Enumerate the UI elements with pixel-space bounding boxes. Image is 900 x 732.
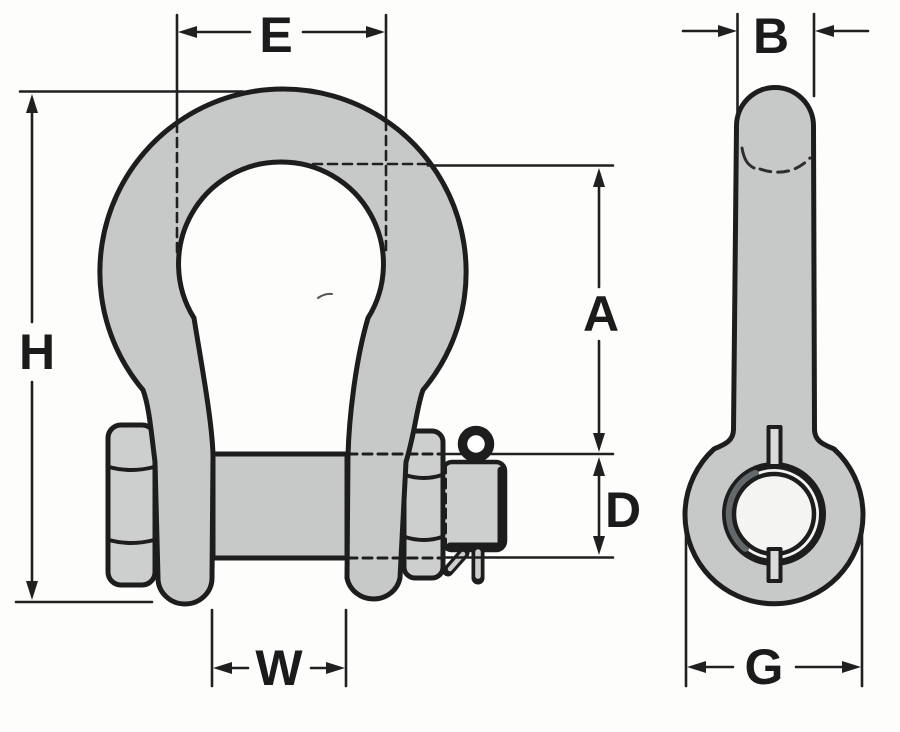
pin-cross-section bbox=[731, 471, 817, 557]
hole-shading bbox=[725, 465, 823, 563]
cotter-retainer-block bbox=[440, 459, 508, 553]
pin-shaft bbox=[210, 451, 350, 561]
dim-A bbox=[296, 162, 615, 452]
dim-G bbox=[684, 514, 864, 688]
dim-B bbox=[681, 12, 870, 114]
sketch-mark bbox=[317, 292, 333, 299]
cotter-pin-bars bbox=[766, 425, 783, 583]
bolt-head bbox=[105, 422, 158, 588]
hidden-pin-lines bbox=[346, 452, 447, 560]
bow-body bbox=[97, 86, 469, 607]
side-view bbox=[682, 85, 866, 607]
cotter-bar-bottom bbox=[766, 547, 783, 583]
cotter-pin-legs bbox=[442, 544, 485, 585]
dim-W bbox=[210, 608, 348, 688]
dim-H bbox=[14, 90, 245, 604]
side-body bbox=[682, 85, 866, 607]
cotter-pin-ring bbox=[457, 425, 495, 463]
dimensions bbox=[14, 12, 870, 688]
cap-sketch-marks bbox=[740, 146, 812, 174]
cotter-bar-top bbox=[766, 425, 783, 468]
dim-E bbox=[175, 13, 388, 258]
